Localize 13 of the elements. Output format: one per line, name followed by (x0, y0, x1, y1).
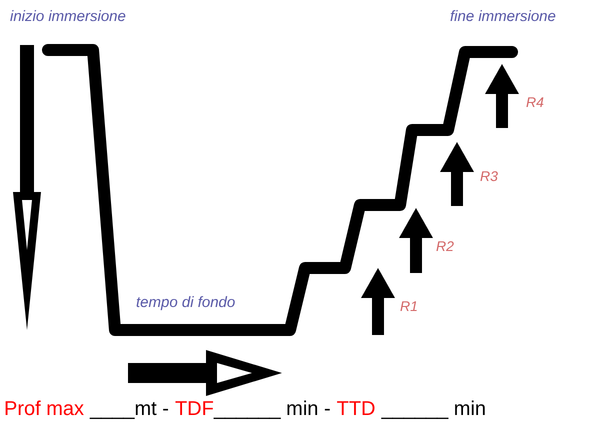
fill-in-line: ______ min (382, 397, 486, 422)
phase-label: inizio immersione (10, 7, 126, 27)
ascent-stage-label: R4 (526, 93, 544, 112)
fill-in-line: ____mt - (90, 397, 169, 422)
ascent-stage-label: R2 (436, 237, 454, 256)
fill-in-line: ______ min - (214, 397, 331, 422)
field-label: Prof max (4, 397, 84, 422)
phase-label: fine immersione (450, 7, 556, 27)
field-label: TDF (174, 397, 214, 422)
ascent-stage-label: R1 (400, 297, 418, 316)
phase-label: tempo di fondo (136, 293, 236, 313)
field-label: TTD (336, 397, 376, 422)
ascent-stage-label: R3 (480, 167, 498, 186)
